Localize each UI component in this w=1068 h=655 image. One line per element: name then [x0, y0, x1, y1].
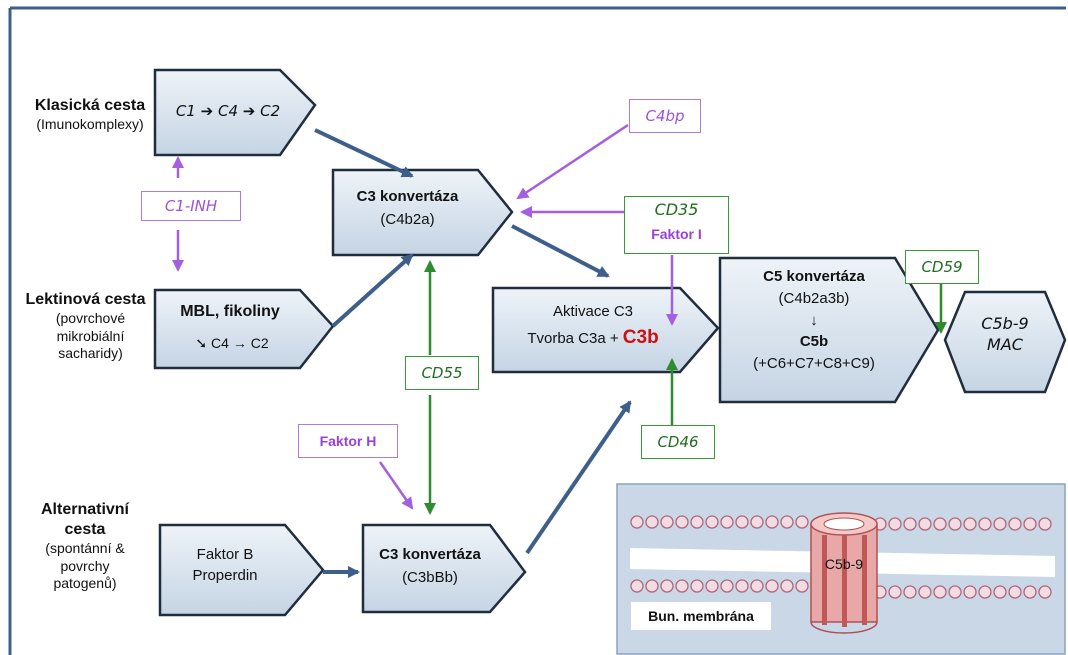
c5-convertase-formula: (C4b2a3b): [778, 289, 850, 307]
lectin-node-line1: MBL, fikoliny: [180, 303, 280, 320]
arrow-c3conv-alt-to-activation: [525, 400, 632, 555]
classical-subtitle: (Imunokomplexy): [36, 116, 144, 132]
alternative-title: cesta: [64, 521, 106, 538]
alternative-subtitle-line: (spontánní &: [45, 540, 125, 556]
step-c2: C2: [260, 102, 281, 120]
c3-convertase-classic: C3 konvertáza (C4b2a): [335, 185, 480, 232]
c5-convertase-shape: [718, 256, 940, 404]
step-c4: C4: [211, 335, 229, 351]
faktor-h-box: Faktor H: [298, 424, 398, 458]
properdin-label: Properdin: [192, 567, 258, 584]
mac-line1: C5b-9: [981, 314, 1029, 333]
arrow-lectin-to-c3conv: [331, 253, 414, 328]
arrow-down-right-icon: ➘: [195, 335, 208, 351]
lectin-title: Lektinová cesta: [25, 291, 146, 308]
lectin-subtitle-line: (povrchové: [55, 310, 126, 326]
c3-convertase-formula: (C4b2a): [380, 211, 435, 229]
alternative-node-text: Faktor B Properdin: [165, 544, 285, 586]
mac-line2: MAC: [987, 334, 1023, 354]
cd46-box: CD46: [641, 425, 715, 459]
mac-node: C5b-9 MAC: [955, 314, 1055, 356]
cd59-box: CD59: [905, 250, 979, 284]
c3-activation: Aktivace C3 Tvorba C3a + C3b: [498, 300, 688, 353]
c3-convertase-formula: (C3bBb): [402, 568, 458, 586]
arrow-c4bp-to-c3conv: [516, 123, 629, 200]
c3-convertase-alt: C3 konvertáza (C3bBb): [365, 544, 495, 589]
alternative-node-shape: [158, 523, 325, 617]
alternative-subtitle-line: patogenů): [53, 575, 117, 591]
lectin-subtitle-line: mikrobiální: [56, 327, 125, 344]
c3a-text: Tvorba C3a +: [527, 330, 623, 348]
frame-border: [8, 6, 1066, 655]
pore-cylinder: [810, 512, 878, 634]
arrow-faktorh-to-c3conv-alt: [378, 461, 414, 510]
cd55-box: CD55: [405, 356, 479, 390]
c5b-additions: (+C6+C7+C8+C9): [753, 355, 875, 372]
step-c2: C2: [250, 335, 269, 351]
lectin-subtitle-line: sacharidy): [58, 345, 123, 361]
c3-convertase-classic-shape: [331, 168, 514, 257]
c5-convertase: C5 konvertáza (C4b2a3b) ↓ C5b (+C6+C7+C8…: [724, 266, 904, 375]
pore-label: C5b-9: [824, 556, 864, 572]
c3b-highlight: C3b: [622, 327, 659, 349]
faktor-b-label: Faktor B: [196, 546, 254, 563]
lectin-pathway-label: Lektinová cesta (povrchové mikrobiální s…: [8, 290, 163, 363]
c3-activation-line1: Aktivace C3: [552, 303, 634, 320]
classical-title: Klasická cesta: [34, 97, 146, 114]
classical-node-shape: [153, 68, 317, 157]
mac-node-shape: [943, 290, 1067, 394]
lectin-node-shape: [153, 288, 335, 370]
c3-convertase-title: C3 konvertáza: [379, 546, 481, 563]
membrane-label: Bun. membrána: [631, 602, 771, 630]
alternative-title: Alternativní: [40, 501, 129, 518]
c4bp-box: C4bp: [629, 99, 701, 133]
arrow-right-icon: ➔: [200, 102, 214, 120]
step-c4: C4: [217, 102, 239, 120]
cd35-faktor-i-box: CD35 Faktor I: [624, 196, 729, 254]
c3-activation-shape: [491, 286, 720, 374]
arrow-classical-to-c3conv: [314, 128, 414, 178]
c1-inh-box: C1-INH: [141, 191, 241, 221]
classical-node-steps: C1 ➔ C4 ➔ C2: [168, 100, 288, 123]
c3-convertase-title: C3 konvertáza: [356, 188, 459, 205]
alternative-subtitle-line: povrchy: [60, 557, 110, 574]
c3-convertase-alt-shape: [361, 523, 527, 614]
arrow-right-icon: ➔: [242, 102, 256, 120]
faktor-i-label: Faktor I: [651, 226, 702, 242]
c5-convertase-title: C5 konvertáza: [763, 268, 865, 285]
lectin-node-steps: ➘ C4 → C2: [172, 333, 292, 354]
c5b-label: C5b: [799, 333, 829, 351]
cd35-label: CD35: [654, 200, 699, 219]
alternative-pathway-label: Alternativní cesta (spontánní & povrchy …: [20, 500, 150, 593]
classical-pathway-label: Klasická cesta (Imunokomplexy): [10, 96, 170, 134]
arrow-c3conv-to-activation: [511, 224, 610, 278]
arrow-right-icon: →: [232, 335, 247, 351]
c3-activation-line2: Tvorba C3a + C3b: [498, 323, 688, 352]
arrow-down-icon: ↓: [810, 311, 818, 329]
step-c1: C1: [175, 102, 196, 120]
